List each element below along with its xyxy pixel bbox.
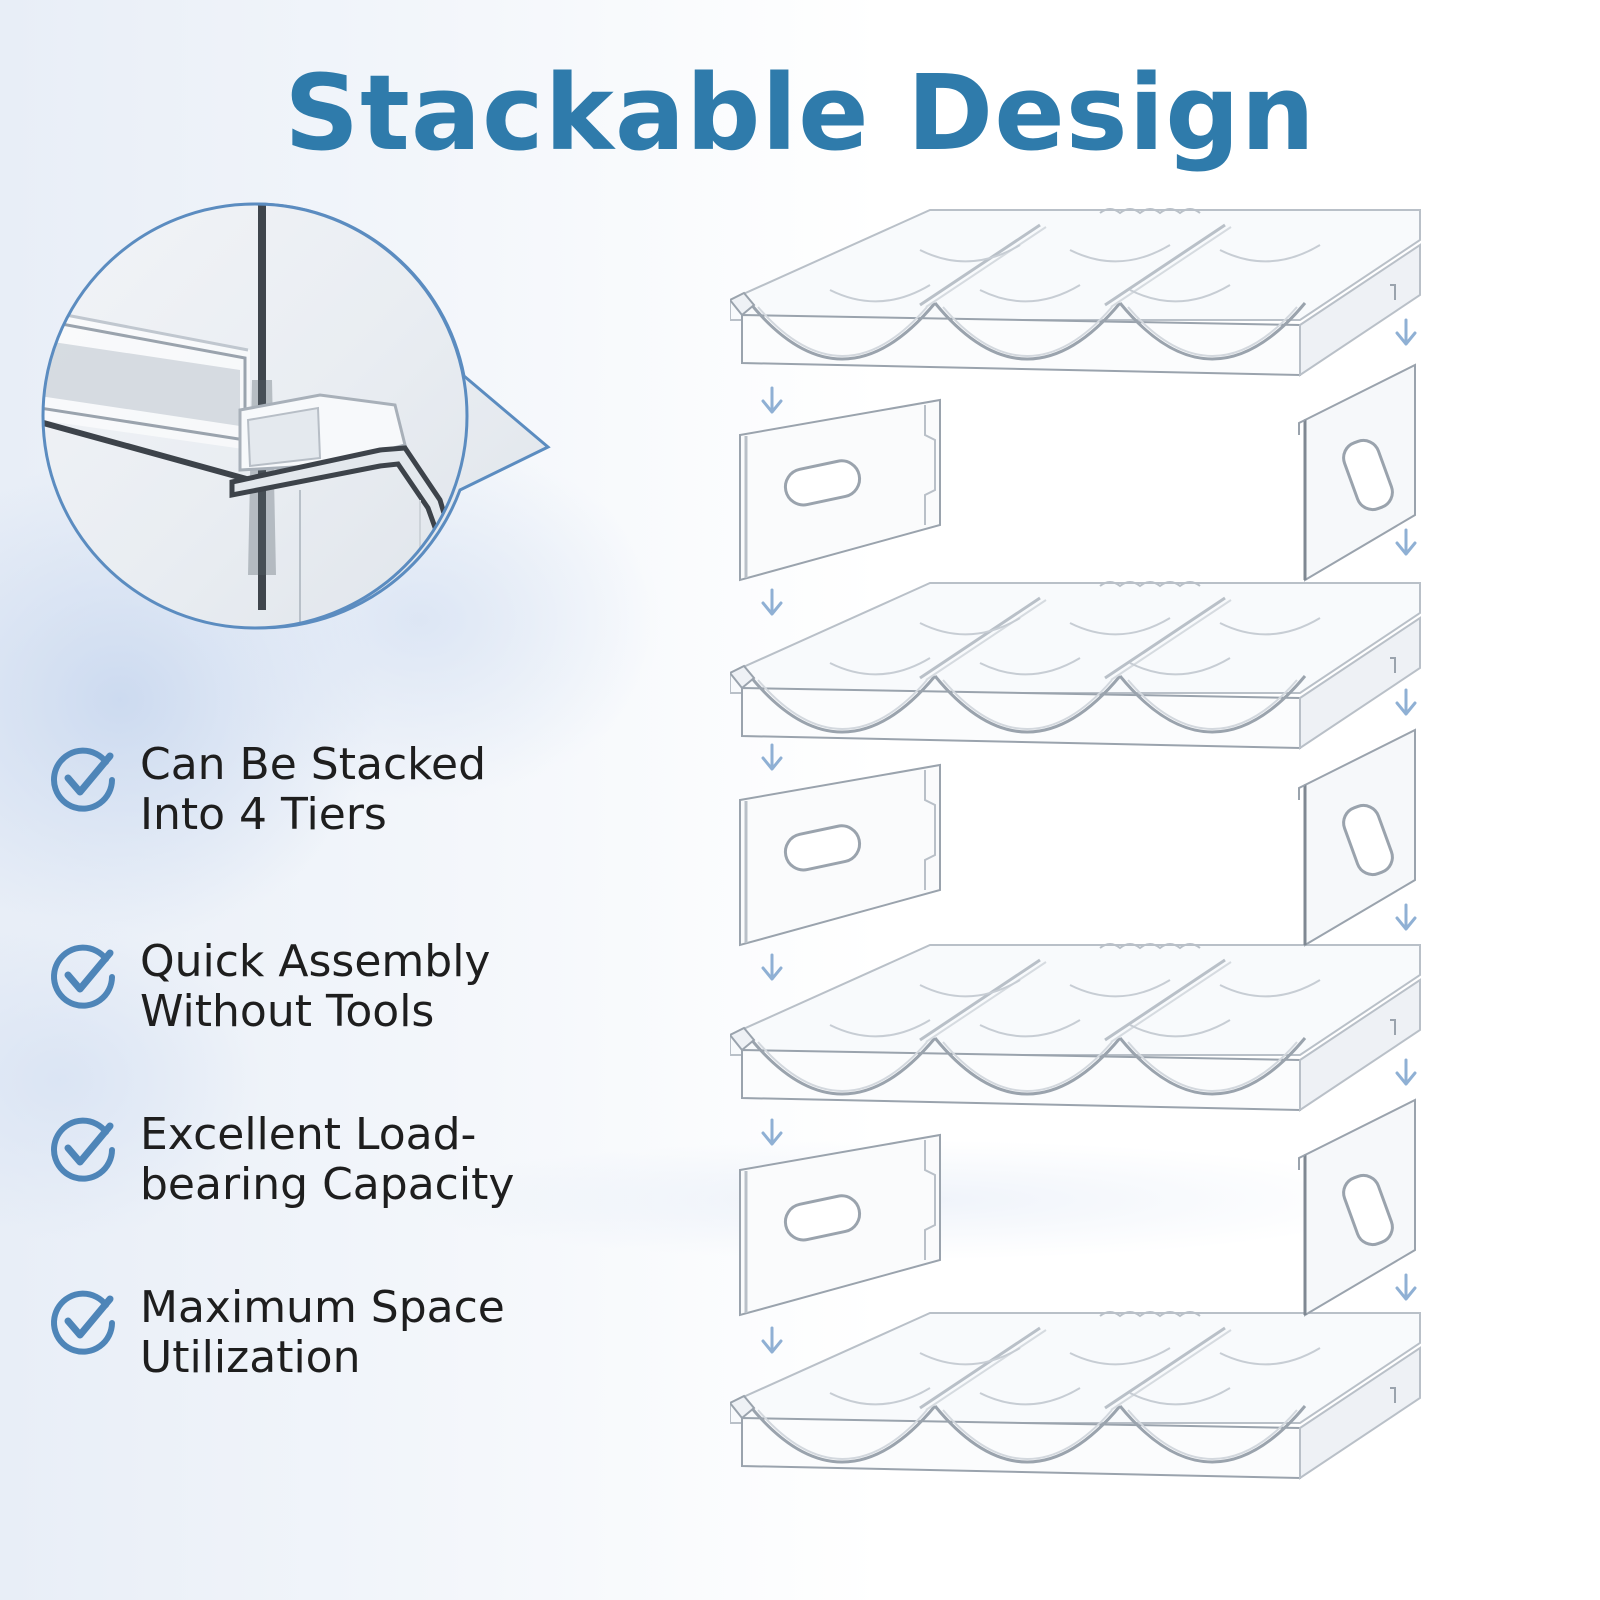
feature-item: Can Be Stacked Into 4 Tiers: [48, 740, 568, 840]
arrow-down-icon: [1395, 1273, 1417, 1301]
feature-line: Into 4 Tiers: [140, 789, 387, 840]
feature-line: Excellent Load-: [140, 1109, 477, 1160]
feature-line: Utilization: [140, 1332, 361, 1383]
tray-tier-2: [730, 581, 1421, 750]
feature-text: Excellent Load- bearing Capacity: [140, 1110, 514, 1210]
arrow-down-icon: [1395, 1058, 1417, 1086]
arrow-down-icon: [761, 1326, 783, 1354]
check-circle-icon: [51, 1290, 115, 1355]
tray-tier-4: [730, 1311, 1421, 1480]
check-circle-icon: [51, 944, 115, 1009]
feature-line: Quick Assembly: [140, 936, 491, 987]
side-panel-right-2: [1298, 728, 1416, 947]
side-panel-right-1: [1298, 363, 1416, 582]
feature-line: Maximum Space: [140, 1282, 505, 1333]
side-panel-right-3: [1298, 1098, 1416, 1317]
arrow-down-icon: [761, 1118, 783, 1146]
tray-tier-3: [730, 943, 1421, 1112]
feature-text: Can Be Stacked Into 4 Tiers: [140, 740, 486, 840]
arrow-down-icon: [1395, 318, 1417, 346]
side-panel-left-2: [739, 763, 941, 947]
arrow-down-icon: [1395, 688, 1417, 716]
feature-item: Quick Assembly Without Tools: [48, 937, 568, 1037]
feature-line: bearing Capacity: [140, 1159, 515, 1210]
check-circle-icon: [51, 747, 115, 812]
arrow-down-icon: [1395, 528, 1417, 556]
arrow-down-icon: [1395, 903, 1417, 931]
joint-closeup-callout: [41, 202, 551, 630]
feature-text: Maximum Space Utilization: [140, 1283, 505, 1383]
feature-item: Excellent Load- bearing Capacity: [48, 1110, 568, 1210]
page-title: Stackable Design: [284, 52, 1316, 174]
arrow-down-icon: [761, 953, 783, 981]
feature-line: Without Tools: [140, 986, 435, 1037]
side-panel-left-3: [739, 1133, 941, 1317]
arrow-down-icon: [761, 588, 783, 616]
side-panel-left-1: [739, 398, 941, 582]
feature-item: Maximum Space Utilization: [48, 1283, 568, 1383]
feature-line: Can Be Stacked: [140, 739, 487, 790]
arrow-down-icon: [761, 743, 783, 771]
check-circle-icon: [51, 1117, 115, 1182]
tray-tier-1: [730, 208, 1421, 377]
feature-text: Quick Assembly Without Tools: [140, 937, 490, 1037]
exploded-rack-illustration: [730, 208, 1421, 1480]
arrow-down-icon: [761, 386, 783, 414]
